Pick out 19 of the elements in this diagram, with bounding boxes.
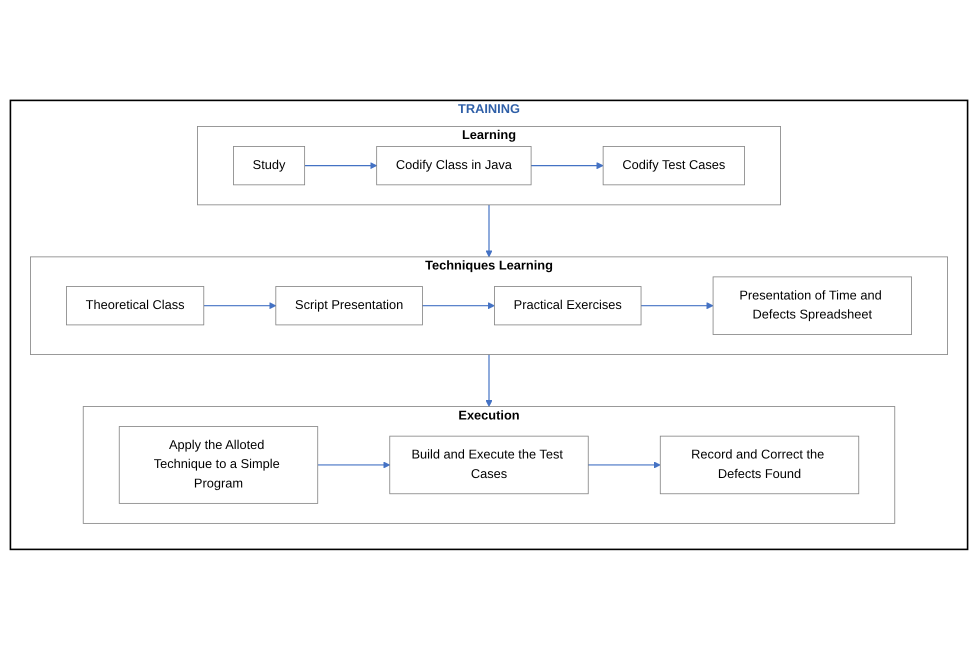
arrow — [422, 302, 495, 310]
node-box: Practical Exercises — [494, 286, 642, 326]
node-box: Apply the Alloted Technique to a Simple Program — [118, 426, 318, 504]
arrow — [318, 462, 390, 469]
node-box: Study — [233, 146, 306, 186]
arrow — [204, 302, 276, 310]
node-box: Codify Test Cases — [602, 146, 745, 186]
node-box: Record and Correct the Defects Found — [660, 436, 860, 494]
arrow — [485, 204, 493, 258]
arrow — [485, 354, 493, 407]
node-box: Presentation of Time and Defects Spreadsheet — [712, 276, 912, 335]
arrow — [641, 302, 714, 310]
arrow — [588, 462, 661, 469]
node-box: Codify Class in Java — [376, 146, 532, 186]
node-box: Script Presentation — [275, 286, 423, 326]
arrow — [531, 162, 604, 170]
node-box: Build and Execute the Test Cases — [389, 436, 589, 494]
node-box: Theoretical Class — [66, 286, 204, 326]
arrow — [304, 162, 377, 170]
